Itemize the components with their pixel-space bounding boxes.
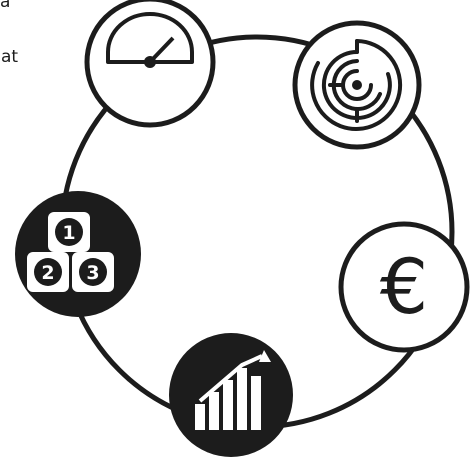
block-label-2: 2 — [41, 262, 54, 284]
maze-icon — [310, 39, 403, 131]
euro-node: € — [338, 221, 470, 353]
numbered-blocks-icon: 1 2 3 — [27, 212, 114, 292]
maze-node — [292, 20, 422, 150]
growth-node — [169, 333, 293, 457]
cut-off-text-line-2: at — [1, 47, 19, 67]
speedometer-icon — [106, 12, 194, 68]
cut-off-text-line-1: a — [0, 0, 11, 12]
block-label-1: 1 — [62, 222, 75, 244]
speedometer-node — [84, 0, 216, 128]
steps-node: 1 2 3 — [15, 191, 141, 317]
growth-chart-icon — [195, 350, 271, 430]
euro-icon: € — [380, 242, 428, 331]
block-label-3: 3 — [86, 262, 99, 284]
